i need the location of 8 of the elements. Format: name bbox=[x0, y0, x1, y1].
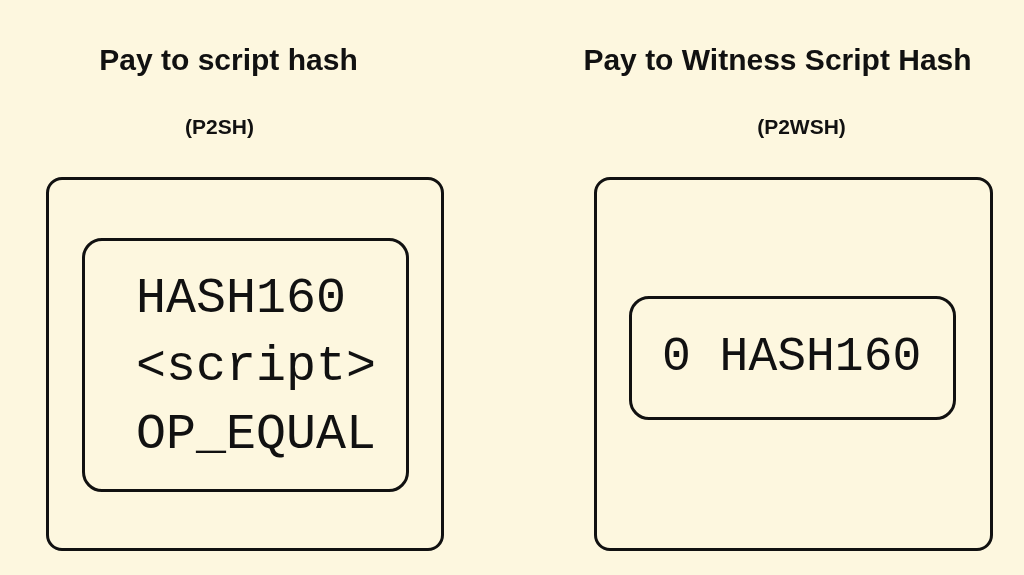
script-box bbox=[628, 295, 956, 420]
script-box bbox=[81, 237, 409, 492]
panel-heading: Pay to Witness Script Hash bbox=[583, 41, 972, 78]
panel-heading: Pay to script hash bbox=[99, 41, 358, 78]
script-code: HASH160 <script> OP_EQUAL bbox=[136, 269, 377, 465]
panel-subtitle: (P2WSH) bbox=[757, 113, 846, 140]
script-code: 0 HASH160 bbox=[662, 329, 922, 386]
panel-subtitle: (P2SH) bbox=[185, 113, 254, 140]
